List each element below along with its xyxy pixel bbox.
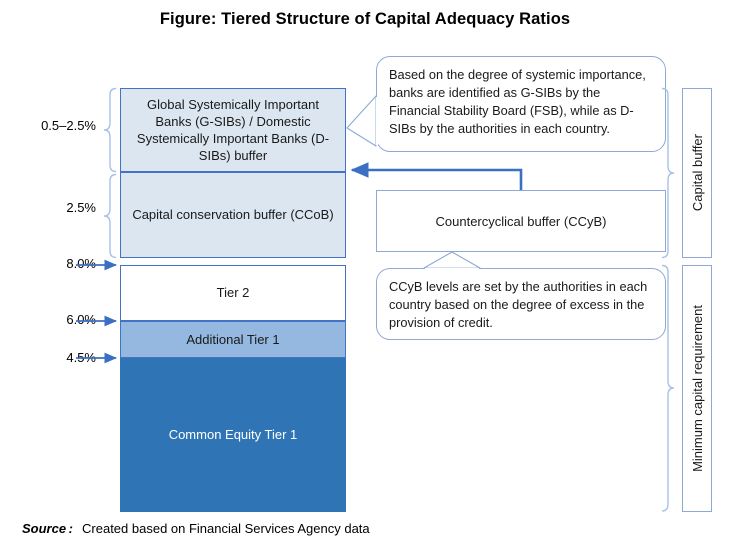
source-note: Source : Created based on Financial Servi…: [22, 521, 370, 536]
segment-label-tier-2: Tier 2: [216, 285, 250, 301]
segment-label-ccob: Capital conservation buffer (CCoB): [132, 207, 334, 223]
callout-tail-gsib: [346, 95, 379, 147]
segment-common-equity-tier-1[interactable]: Common Equity Tier 1: [120, 358, 346, 512]
group-label-minimum-capital-requirement: Minimum capital requirement: [682, 265, 712, 512]
segment-label-gsib-dsib-buffer: Global Systemically Important Banks (G-S…: [136, 96, 330, 164]
callout-ccyb-note[interactable]: CCyB levels are set by the authorities i…: [376, 268, 666, 340]
ccyb-box: Countercyclical buffer (CCyB): [376, 190, 666, 252]
axis-label-tier1-6: 6.0%: [66, 312, 96, 327]
source-text: Created based on Financial Services Agen…: [82, 521, 370, 536]
segment-label-additional-tier-1: Additional Tier 1: [186, 331, 280, 347]
segment-additional-tier-1[interactable]: Additional Tier 1: [120, 321, 346, 358]
axis-label-ccob: 2.5%: [66, 200, 96, 215]
source-label: Source :: [22, 521, 74, 536]
callout-gsib-dsib[interactable]: Based on the degree of systemic importan…: [376, 56, 666, 152]
axis-label-total-8: 8.0%: [66, 256, 96, 271]
connector-ccyb-to-buffer: [350, 162, 523, 190]
group-label-capital-buffer: Capital buffer: [682, 88, 712, 258]
page-title: Figure: Tiered Structure of Capital Adeq…: [159, 10, 571, 28]
axis-label-gsib: 0.5–2.5%: [41, 118, 96, 133]
segment-gsib-dsib-buffer[interactable]: Global Systemically Important Banks (G-S…: [120, 88, 346, 172]
segment-ccob[interactable]: Capital conservation buffer (CCoB): [120, 172, 346, 258]
brace-ccob: [103, 173, 117, 259]
callout-tail-ccyb-note: [423, 251, 481, 271]
axis-label-cet1-4-5: 4.5%: [66, 350, 96, 365]
segment-label-common-equity-tier-1: Common Equity Tier 1: [168, 427, 298, 443]
segment-tier-2[interactable]: Tier 2: [120, 265, 346, 321]
ccyb-box-label: Countercyclical buffer (CCyB): [435, 213, 607, 229]
brace-gsib-dsib: [103, 87, 117, 173]
